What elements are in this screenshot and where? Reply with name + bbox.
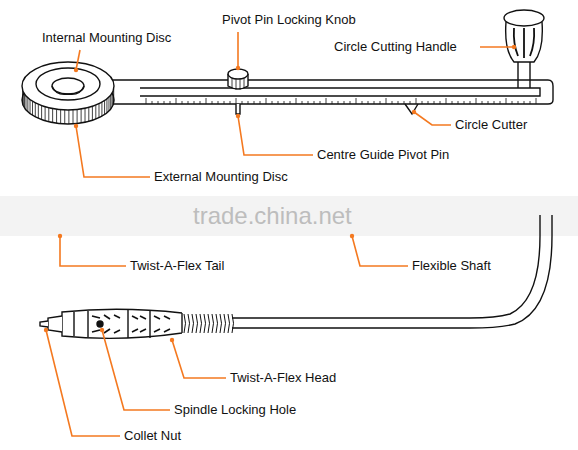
part-label: External Mounting Disc	[154, 169, 288, 185]
ruler-scale	[146, 98, 536, 104]
spring-coil	[184, 314, 234, 333]
handle-grip	[506, 22, 543, 62]
part-label: Circle Cutter	[455, 117, 527, 133]
watermark-band	[0, 196, 578, 236]
shaft-outer	[232, 236, 540, 318]
disc-hole	[52, 78, 84, 94]
head-bands	[74, 310, 150, 338]
pivot-pin	[236, 104, 240, 114]
cutter-bar	[100, 80, 553, 104]
disc-hole-inner	[52, 86, 84, 94]
part-label: Internal Mounting Disc	[42, 30, 171, 46]
part-label: Centre Guide Pivot Pin	[317, 147, 449, 163]
part-label: Flexible Shaft	[412, 258, 491, 274]
shaft-inner	[232, 236, 552, 328]
handle-cap	[504, 10, 544, 26]
handle-grooves	[514, 28, 534, 58]
leader-dots	[44, 45, 516, 342]
handle-stem	[518, 60, 530, 88]
part-label: Circle Cutting Handle	[334, 39, 457, 55]
head-grip-texture	[92, 315, 170, 333]
internal-disc	[36, 68, 100, 100]
knob-top	[228, 69, 248, 79]
collet-nut	[48, 316, 62, 332]
bar-slot	[140, 88, 540, 96]
leader-lines	[46, 32, 514, 436]
part-label: Collet Nut	[124, 428, 181, 444]
head-body	[62, 309, 182, 338]
collet-tip	[40, 321, 48, 327]
part-label: Pivot Pin Locking Knob	[222, 12, 356, 28]
part-label: Spindle Locking Hole	[174, 402, 296, 418]
watermark: trade.china.net	[193, 202, 352, 230]
knob-grip	[232, 78, 244, 90]
cutter-blade	[405, 104, 418, 114]
shaft-tail	[540, 215, 552, 236]
part-label: Twist-A-Flex Head	[230, 370, 336, 386]
spindle-locking-hole	[97, 321, 103, 327]
mounting-disc-top	[22, 62, 114, 110]
part-label: Twist-A-Flex Tail	[130, 258, 224, 274]
